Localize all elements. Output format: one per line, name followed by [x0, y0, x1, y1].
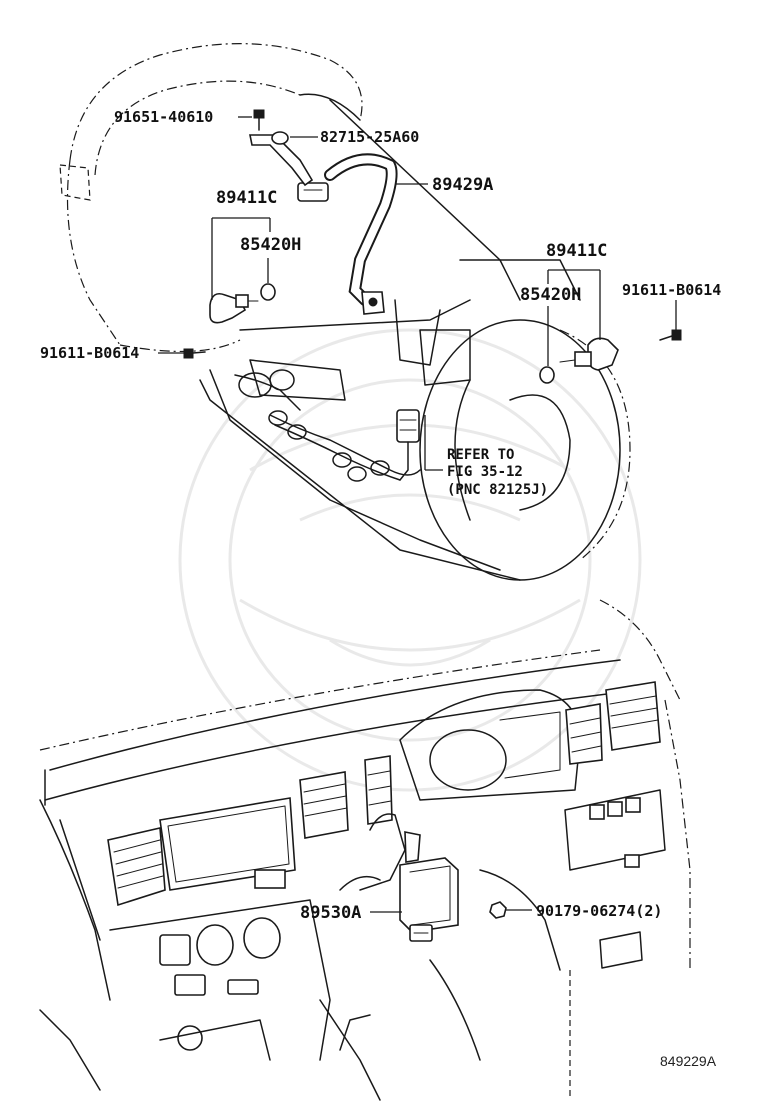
ecu-89530A [399, 831, 459, 942]
figure-id: 849229A [660, 1053, 717, 1069]
speed-sensor-left [209, 292, 259, 324]
label-oring-right: 85420H [520, 285, 581, 305]
label-bolt-left: 91611-B0614 [40, 344, 139, 362]
leader-lines-lower [370, 909, 532, 913]
wire-harness [297, 153, 398, 315]
label-oring-left: 85420H [240, 235, 301, 255]
label-wire-harness: 89429A [432, 175, 493, 195]
speed-sensor-right [559, 337, 619, 371]
label-bolt-top: 91651-40610 [114, 108, 213, 126]
screw-90179 [489, 901, 507, 919]
bolt-right [659, 329, 682, 341]
bracket-82715 [249, 131, 314, 187]
label-refer-line3: (PNC 82125J) [447, 482, 548, 498]
oring-left [260, 283, 276, 301]
label-sensor-right: 89411C [546, 241, 607, 261]
label-refer-line1: REFER TO [447, 447, 514, 463]
instrument-panel [39, 599, 691, 1101]
bolt-91651 [253, 109, 265, 131]
label-bracket: 82715-25A60 [320, 128, 419, 146]
transmission-housing [59, 43, 631, 581]
label-sensor-left: 89411C [216, 188, 277, 208]
leader-lines-upper [158, 116, 677, 471]
label-refer-line2: FIG 35-12 [447, 464, 523, 480]
label-bolt-right: 91611-B0614 [622, 281, 721, 299]
oring-right [539, 366, 555, 384]
label-ecu: 89530A [300, 903, 361, 923]
label-ecu-screw: 90179-06274(2) [536, 902, 662, 920]
part-labels: 91651-40610 82715-25A60 89429A 89411C 85… [40, 108, 721, 1069]
